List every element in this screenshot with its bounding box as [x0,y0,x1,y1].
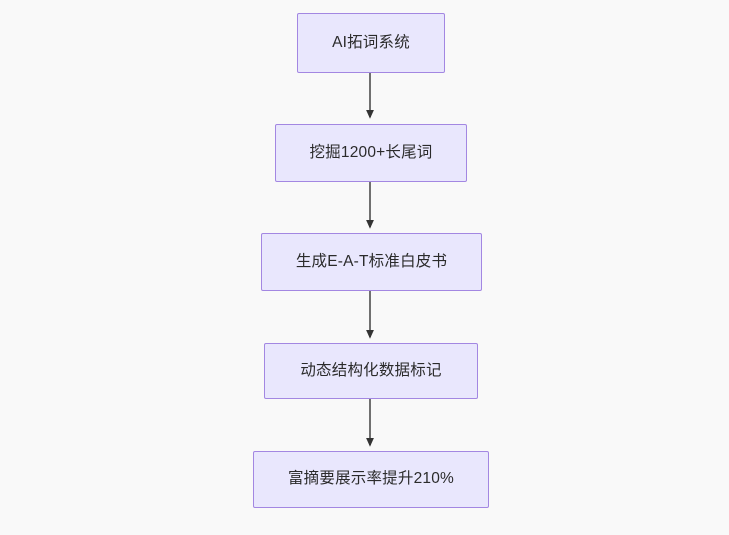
node-label: 富摘要展示率提升210% [287,470,455,488]
flowchart-node-ai-keyword-system[interactable]: AI拓词系统 [297,13,445,73]
flowchart-node-rich-snippet-rate-increase[interactable]: 富摘要展示率提升210% [253,451,489,508]
node-label: 动态结构化数据标记 [300,361,442,379]
flowchart-node-mine-longtail-keywords[interactable]: 挖掘1200+长尾词 [275,124,467,182]
flowchart-node-generate-eat-whitepaper[interactable]: 生成E-A-T标准白皮书 [261,233,482,291]
flowchart-node-dynamic-structured-data-markup[interactable]: 动态结构化数据标记 [264,343,478,399]
node-label: 挖掘1200+长尾词 [309,143,433,161]
node-label: 生成E-A-T标准白皮书 [295,252,448,270]
node-label: AI拓词系统 [332,33,410,51]
